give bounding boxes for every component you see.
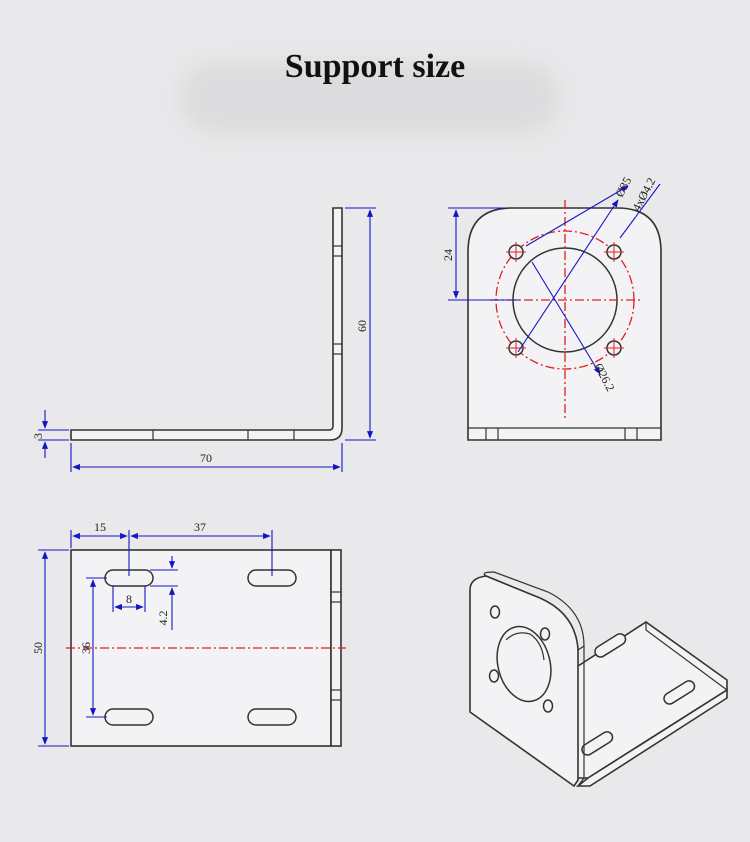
iso-slots	[581, 633, 696, 756]
isometric-view	[469, 571, 728, 788]
slot-vertical-label: 36	[79, 642, 93, 654]
side-height-label: 60	[355, 320, 369, 332]
top-view: 50 15 37 8 4.2	[31, 520, 346, 747]
slot-width-dimension	[150, 556, 178, 630]
thickness-dimension	[38, 410, 69, 458]
height-dimension	[345, 207, 376, 441]
diameter-leaders	[517, 183, 661, 375]
side-view: 60 70 3	[31, 207, 376, 472]
iso-center-hole	[496, 625, 552, 703]
iso-bolt-holes	[488, 605, 554, 713]
page-title: Support size	[284, 48, 466, 85]
side-length-label: 70	[200, 451, 212, 465]
side-thickness-label: 3	[31, 433, 45, 439]
slots	[104, 569, 297, 726]
slot-vertical-dimension	[86, 577, 107, 718]
front-offset-label: 24	[441, 249, 455, 261]
slot-length-label: 8	[126, 592, 132, 606]
base-width-dimension	[38, 549, 69, 747]
slot-offset-label: 15	[94, 520, 106, 534]
slot-horizontal-dimensions	[70, 530, 273, 576]
l-profile	[70, 207, 343, 441]
title-shadow	[180, 62, 560, 134]
front-view: Ø35 4xØ4.2 Ø26.2 24	[441, 175, 662, 441]
slot-spacing-label: 37	[194, 520, 206, 534]
iso-base-plate	[574, 621, 728, 779]
offset-dimension	[448, 207, 520, 301]
bolt-circle-label: Ø35	[612, 175, 634, 200]
slot-width-label: 4.2	[156, 611, 170, 626]
bolt-holes	[506, 242, 624, 358]
slot-length-dimension	[112, 586, 146, 612]
base-width-label: 50	[31, 642, 45, 654]
length-dimension	[70, 443, 343, 472]
